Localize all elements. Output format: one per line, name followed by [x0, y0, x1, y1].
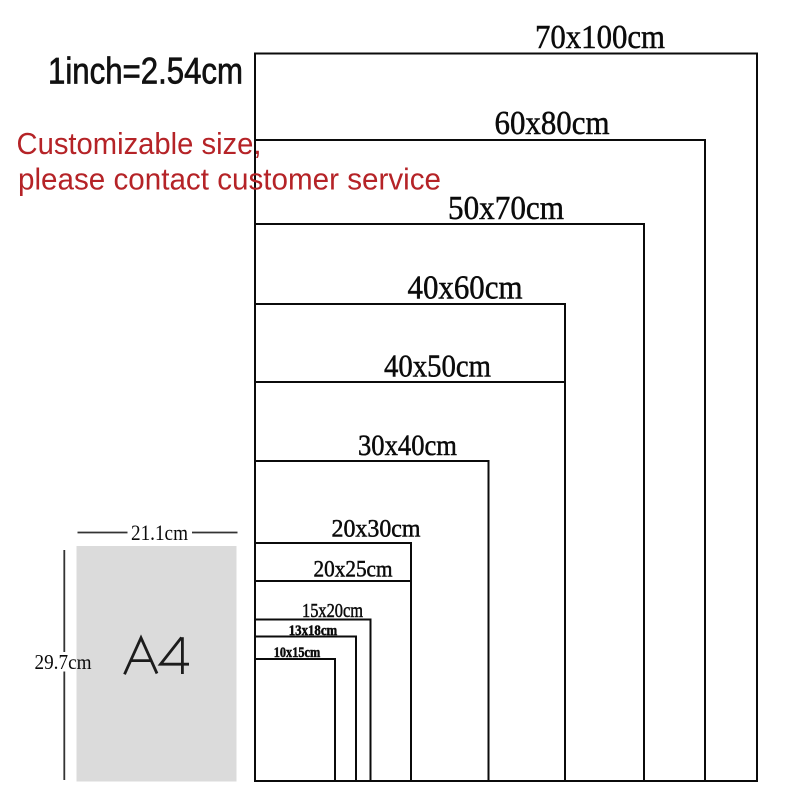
svg-text:20x25cm: 20x25cm [314, 557, 393, 582]
svg-text:21.1cm: 21.1cm [131, 520, 188, 545]
svg-text:Customizable size,: Customizable size, [17, 126, 262, 161]
svg-text:10x15cm: 10x15cm [274, 645, 321, 661]
svg-text:please contact customer servic: please contact customer service [18, 162, 441, 197]
svg-text:13x18cm: 13x18cm [289, 623, 338, 639]
svg-text:70x100cm: 70x100cm [535, 19, 665, 56]
svg-text:30x40cm: 30x40cm [358, 429, 457, 462]
svg-text:40x60cm: 40x60cm [408, 270, 523, 307]
svg-text:1inch=2.54cm: 1inch=2.54cm [48, 51, 243, 92]
svg-text:60x80cm: 60x80cm [495, 105, 610, 142]
svg-text:50x70cm: 50x70cm [448, 190, 564, 227]
svg-text:29.7cm: 29.7cm [35, 650, 92, 674]
svg-text:15x20cm: 15x20cm [302, 600, 363, 622]
svg-text:20x30cm: 20x30cm [332, 516, 422, 543]
svg-text:40x50cm: 40x50cm [384, 348, 491, 384]
